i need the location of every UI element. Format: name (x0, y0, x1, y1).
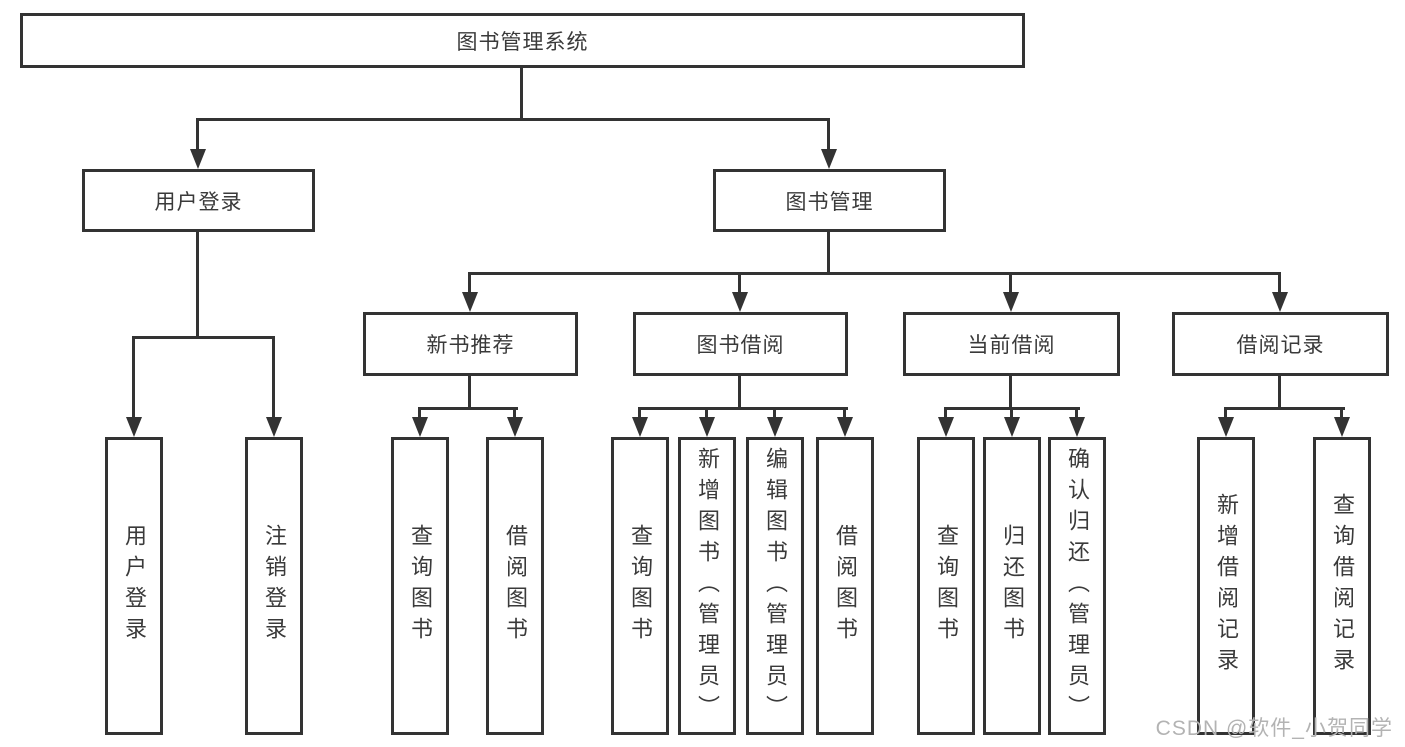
arrowhead-icon (126, 417, 142, 437)
connector-line (638, 407, 848, 410)
arrowhead-icon (1272, 292, 1288, 312)
connector-line (1340, 407, 1343, 419)
leaf-borrow-books-borrowing: 借阅图书 (816, 437, 874, 735)
leaf-query-books-current: 查询图书 (917, 437, 975, 735)
arrowhead-icon (938, 417, 954, 437)
leaf-query-borrow-record: 查询借阅记录 (1313, 437, 1371, 735)
arrowhead-icon (412, 417, 428, 437)
connector-line (1010, 407, 1013, 419)
arrowhead-icon (821, 149, 837, 169)
connector-line (468, 272, 1281, 275)
arrowhead-icon (1003, 292, 1019, 312)
arrowhead-icon (837, 417, 853, 437)
arrowhead-icon (767, 417, 783, 437)
connector-line (1075, 407, 1078, 419)
node-borrowing-records: 借阅记录 (1172, 312, 1389, 376)
arrowhead-icon (1334, 417, 1350, 437)
leaf-add-borrow-record: 新增借阅记录 (1197, 437, 1255, 735)
leaf-add-books-admin: 新增图书（管理员） (678, 437, 736, 735)
node-label: 查询图书 (934, 524, 959, 648)
arrowhead-icon (1218, 417, 1234, 437)
connector-line (132, 336, 135, 418)
node-label: 注销登录 (262, 524, 287, 648)
arrowhead-icon (699, 417, 715, 437)
connector-line (827, 232, 830, 272)
connector-line (705, 407, 708, 419)
connector-line (1009, 272, 1012, 294)
node-label: 归还图书 (1000, 524, 1025, 648)
connector-line (468, 272, 471, 294)
connector-line (196, 118, 830, 121)
arrowhead-icon (632, 417, 648, 437)
connector-line (196, 118, 199, 152)
leaf-borrow-books-recommend: 借阅图书 (486, 437, 544, 735)
connector-line (132, 336, 275, 339)
node-label: 确认归还（管理员） (1065, 446, 1090, 726)
connector-line (843, 407, 846, 419)
connector-line (773, 407, 776, 419)
node-label: 用户登录 (122, 524, 147, 648)
connector-line (1224, 407, 1227, 419)
node-label: 查询借阅记录 (1330, 493, 1355, 679)
connector-line (468, 376, 471, 407)
node-book-borrowing: 图书借阅 (633, 312, 848, 376)
arrowhead-icon (190, 149, 206, 169)
node-label: 图书管理系统 (456, 30, 589, 54)
connector-line (827, 118, 830, 152)
node-label: 用户登录 (154, 190, 243, 214)
arrowhead-icon (732, 292, 748, 312)
leaf-return-books: 归还图书 (983, 437, 1041, 735)
connector-line (513, 407, 516, 419)
leaf-user-login: 用户登录 (105, 437, 163, 735)
node-label: 查询图书 (628, 524, 653, 648)
arrowhead-icon (266, 417, 282, 437)
connector-line (1278, 272, 1281, 294)
connector-line (738, 272, 741, 294)
leaf-logout-login: 注销登录 (245, 437, 303, 735)
node-label: 当前借阅 (967, 334, 1056, 357)
leaf-edit-books-admin: 编辑图书（管理员） (746, 437, 804, 735)
node-label: 新增图书（管理员） (695, 446, 720, 726)
arrowhead-icon (1004, 417, 1020, 437)
arrowhead-icon (507, 417, 523, 437)
connector-line (1278, 376, 1281, 407)
node-label: 查询图书 (408, 524, 433, 648)
leaf-confirm-return-admin: 确认归还（管理员） (1048, 437, 1106, 735)
connector-line (272, 336, 275, 418)
node-label: 借阅记录 (1236, 334, 1325, 357)
node-current-borrowing: 当前借阅 (903, 312, 1120, 376)
connector-line (520, 68, 523, 118)
node-label: 新增借阅记录 (1214, 493, 1239, 679)
connector-line (944, 407, 947, 419)
connector-line (738, 376, 741, 407)
connector-line (1224, 407, 1345, 410)
leaf-query-books-recommend: 查询图书 (391, 437, 449, 735)
csdn-watermark: CSDN @软件_小贺同学 (1155, 717, 1393, 740)
node-user-login: 用户登录 (82, 169, 315, 232)
node-library-management-system: 图书管理系统 (20, 13, 1025, 68)
connector-line (418, 407, 421, 419)
node-new-book-recommendation: 新书推荐 (363, 312, 578, 376)
node-label: 新书推荐 (426, 334, 515, 357)
connector-line (1009, 376, 1012, 407)
arrowhead-icon (1069, 417, 1085, 437)
node-label: 借阅图书 (833, 524, 858, 648)
node-label: 图书借阅 (696, 334, 785, 357)
connector-line (196, 232, 199, 336)
node-label: 编辑图书（管理员） (763, 446, 788, 726)
leaf-query-books-borrowing: 查询图书 (611, 437, 669, 735)
connector-line (638, 407, 641, 419)
node-label: 图书管理 (785, 190, 874, 214)
node-book-management: 图书管理 (713, 169, 946, 232)
arrowhead-icon (462, 292, 478, 312)
node-label: 借阅图书 (503, 524, 528, 648)
connector-line (418, 407, 518, 410)
